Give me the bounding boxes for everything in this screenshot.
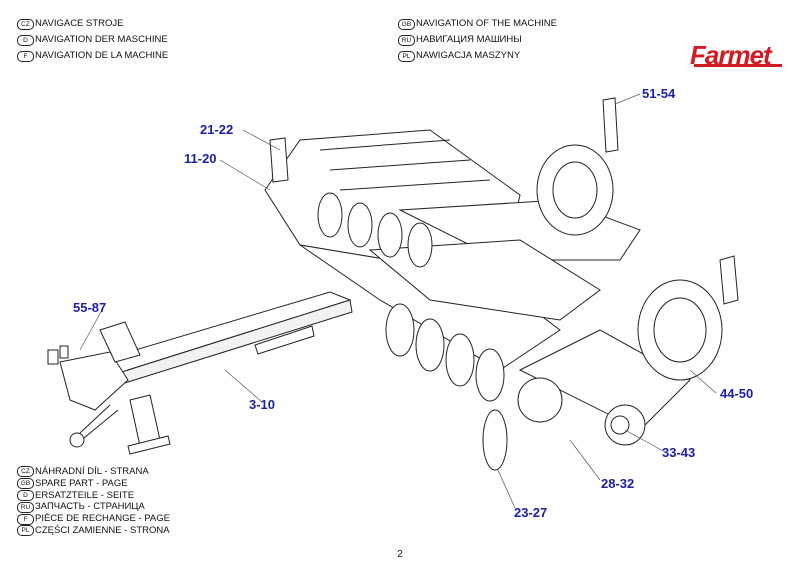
rear-roller bbox=[517, 329, 691, 446]
header-title: NAVIGATION OF THE MACHINE bbox=[416, 18, 557, 29]
legend-text: ЗАПЧАСТЬ - СТРАНИЦА bbox=[35, 501, 145, 513]
legend-text: PIÈCE DE RECHANGE - PAGE bbox=[35, 513, 170, 525]
lighting-boards bbox=[269, 97, 739, 305]
header-row-gb: GB NAVIGATION OF THE MACHINE bbox=[398, 16, 557, 32]
legend-text: CZĘŚCI ZAMIENNE - STRONA bbox=[35, 524, 170, 536]
header-row-pl: PL NAWIGACJA MASZYNY bbox=[398, 48, 557, 64]
language-code-badge: GB bbox=[398, 18, 415, 30]
callout-3-10[interactable]: 3-10 bbox=[249, 397, 276, 412]
callout-21-22[interactable]: 21-22 bbox=[200, 122, 234, 137]
legend-row: CZ NÁHRADNÍ DÍL - STRANA bbox=[17, 466, 170, 478]
header-title: NAVIGATION DE LA MACHINE bbox=[35, 50, 169, 61]
callout-leaders bbox=[79, 93, 717, 509]
language-code-badge: PL bbox=[398, 50, 415, 62]
callout-11-20[interactable]: 11-20 bbox=[184, 151, 217, 166]
hitch-assembly bbox=[47, 321, 171, 455]
legend-text: ERSATZTEILE - SEITE bbox=[35, 489, 135, 501]
callout-44-50[interactable]: 44-50 bbox=[720, 386, 754, 401]
header-row-f: F NAVIGATION DE LA MACHINE bbox=[17, 48, 168, 64]
language-code-badge: F bbox=[17, 513, 34, 525]
logo-underline bbox=[694, 64, 782, 67]
language-code-badge: CZ bbox=[17, 466, 34, 478]
header-title: НАВИГАЦИЯ МАШИНЫ bbox=[416, 34, 522, 45]
legend-row: F PIÈCE DE RECHANGE - PAGE bbox=[17, 513, 170, 525]
callout-28-32[interactable]: 28-32 bbox=[601, 476, 635, 491]
header-title: NAWIGACJA MASZYNY bbox=[416, 50, 521, 61]
legend-row: GB SPARE PART - PAGE bbox=[17, 478, 170, 490]
drawbar bbox=[74, 291, 353, 393]
language-code-badge: RU bbox=[398, 34, 415, 46]
header-row-d: D NAVIGATION DER MASCHINE bbox=[17, 32, 168, 48]
language-code-badge: F bbox=[17, 50, 34, 62]
header-row-cz: CZ NAVIGACE STROJE bbox=[17, 16, 168, 32]
page-number: 2 bbox=[397, 549, 403, 560]
callout-23-27[interactable]: 23-27 bbox=[514, 505, 548, 520]
transport-wheels bbox=[536, 144, 723, 381]
disc-rows bbox=[317, 192, 508, 471]
legend-row: D ERSATZTEILE - SEITE bbox=[17, 490, 170, 502]
legend-row: RU ЗАПЧАСТЬ - СТРАНИЦА bbox=[17, 501, 170, 513]
spare-part-legend: CZ NÁHRADNÍ DÍL - STRANA GB SPARE PART -… bbox=[17, 466, 170, 537]
callout-55-87[interactable]: 55-87 bbox=[73, 300, 107, 315]
language-code-badge: PL bbox=[17, 525, 34, 537]
legend-text: NÁHRADNÍ DÍL - STRANA bbox=[35, 466, 149, 477]
legend-row: PL CZĘŚCI ZAMIENNE - STRONA bbox=[17, 525, 170, 537]
language-code-badge: CZ bbox=[17, 18, 34, 30]
language-code-badge: D bbox=[17, 34, 34, 46]
header-title: NAVIGACE STROJE bbox=[35, 18, 124, 29]
header-row-ru: RU НАВИГАЦИЯ МАШИНЫ bbox=[398, 32, 557, 48]
header-languages-right: GB NAVIGATION OF THE MACHINE RU НАВИГАЦИ… bbox=[398, 16, 557, 64]
header-title: NAVIGATION DER MASCHINE bbox=[35, 34, 168, 45]
language-code-badge: D bbox=[17, 489, 34, 501]
callout-51-54[interactable]: 51-54 bbox=[642, 86, 676, 101]
callout-33-43[interactable]: 33-43 bbox=[662, 445, 696, 460]
header-languages-left: CZ NAVIGACE STROJE D NAVIGATION DER MASC… bbox=[17, 16, 168, 64]
legend-text: SPARE PART - PAGE bbox=[35, 477, 128, 489]
language-code-badge: RU bbox=[17, 501, 34, 513]
language-code-badge: GB bbox=[17, 478, 34, 490]
